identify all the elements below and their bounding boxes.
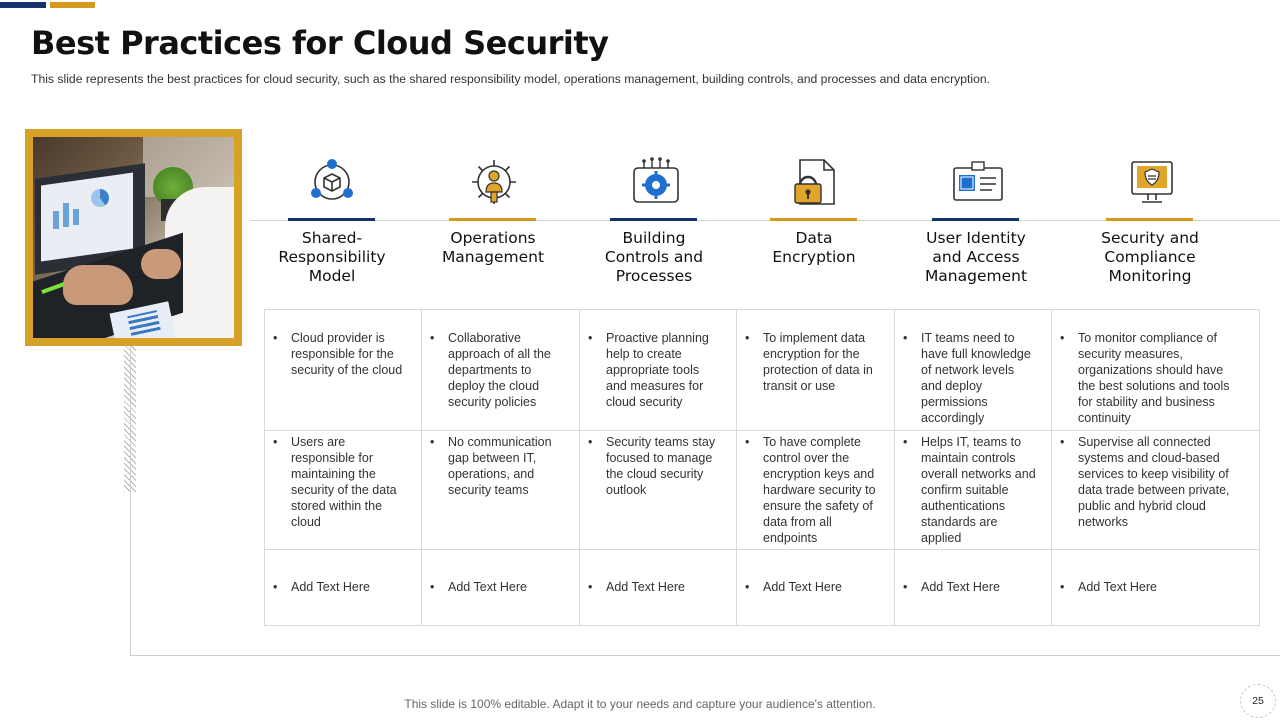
practices-table: •Cloud provider is responsible for the s… [264, 309, 1260, 626]
laptop-photo [33, 137, 234, 338]
gear-person-icon [472, 160, 516, 204]
table-cell: •To monitor compliance of security measu… [1051, 309, 1260, 431]
frame-line-horizontal [130, 655, 1280, 656]
gear-circuit-icon [633, 157, 679, 203]
column-accent-line [770, 218, 857, 221]
table-cell: •Add Text Here [1051, 549, 1260, 626]
header-divider-line [250, 220, 1280, 221]
table-cell: •Cloud provider is responsible for the s… [264, 309, 422, 431]
table-cell: •Proactive planning help to create appro… [579, 309, 737, 431]
accent-bar-navy [0, 2, 46, 8]
column-heading-user-identity: User Identity and Access Management [924, 229, 1028, 285]
table-cell: •Add Text Here [421, 549, 580, 626]
column-heading-shared-responsibility: Shared- Responsibility Model [278, 229, 386, 285]
table-cell: •To implement data encryption for the pr… [736, 309, 895, 431]
table-row: •Cloud provider is responsible for the s… [264, 309, 1260, 431]
footer-note: This slide is 100% editable. Adapt it to… [404, 697, 876, 711]
column-accent-line [932, 218, 1019, 221]
frame-line-vertical [130, 346, 131, 656]
network-cube-icon [311, 159, 353, 200]
table-cell: •IT teams need to have full knowledge of… [894, 309, 1052, 431]
table-cell: •Add Text Here [264, 549, 422, 626]
padlock-document-icon [794, 159, 835, 205]
table-cell: •Add Text Here [736, 549, 895, 626]
column-heading-operations-management: Operations Management [441, 229, 545, 266]
table-cell: •Add Text Here [894, 549, 1052, 626]
table-cell: •Collaborative approach of all the depar… [421, 309, 580, 431]
column-heading-data-encryption: Data Encryption [772, 229, 856, 266]
table-cell: •Security teams stay focused to manage t… [579, 430, 737, 550]
table-row: •Users are responsible for maintaining t… [264, 430, 1260, 550]
column-accent-line [288, 218, 375, 221]
page-title: Best Practices for Cloud Security [31, 24, 609, 62]
monitor-shield-icon [1131, 161, 1173, 203]
photo-frame [25, 129, 242, 346]
table-row: •Add Text Here •Add Text Here •Add Text … [264, 549, 1260, 626]
accent-bar-gold [50, 2, 95, 8]
page-subtitle: This slide represents the best practices… [31, 72, 991, 86]
id-card-icon [953, 161, 1003, 201]
table-cell: •Users are responsible for maintaining t… [264, 430, 422, 550]
column-heading-building-controls: Building Controls and Processes [604, 229, 704, 285]
table-cell: •Supervise all connected systems and clo… [1051, 430, 1260, 550]
page-number-decoration [1240, 684, 1276, 718]
page-number: 25 [1252, 695, 1264, 707]
column-accent-line [610, 218, 697, 221]
column-accent-line [1106, 218, 1193, 221]
table-cell: •Add Text Here [579, 549, 737, 626]
table-cell: •Helps IT, teams to maintain controls ov… [894, 430, 1052, 550]
column-heading-security-compliance: Security and Compliance Monitoring [1101, 229, 1199, 285]
table-cell: •To have complete control over the encry… [736, 430, 895, 550]
column-accent-line [449, 218, 536, 221]
table-cell: •No communication gap between IT, operat… [421, 430, 580, 550]
